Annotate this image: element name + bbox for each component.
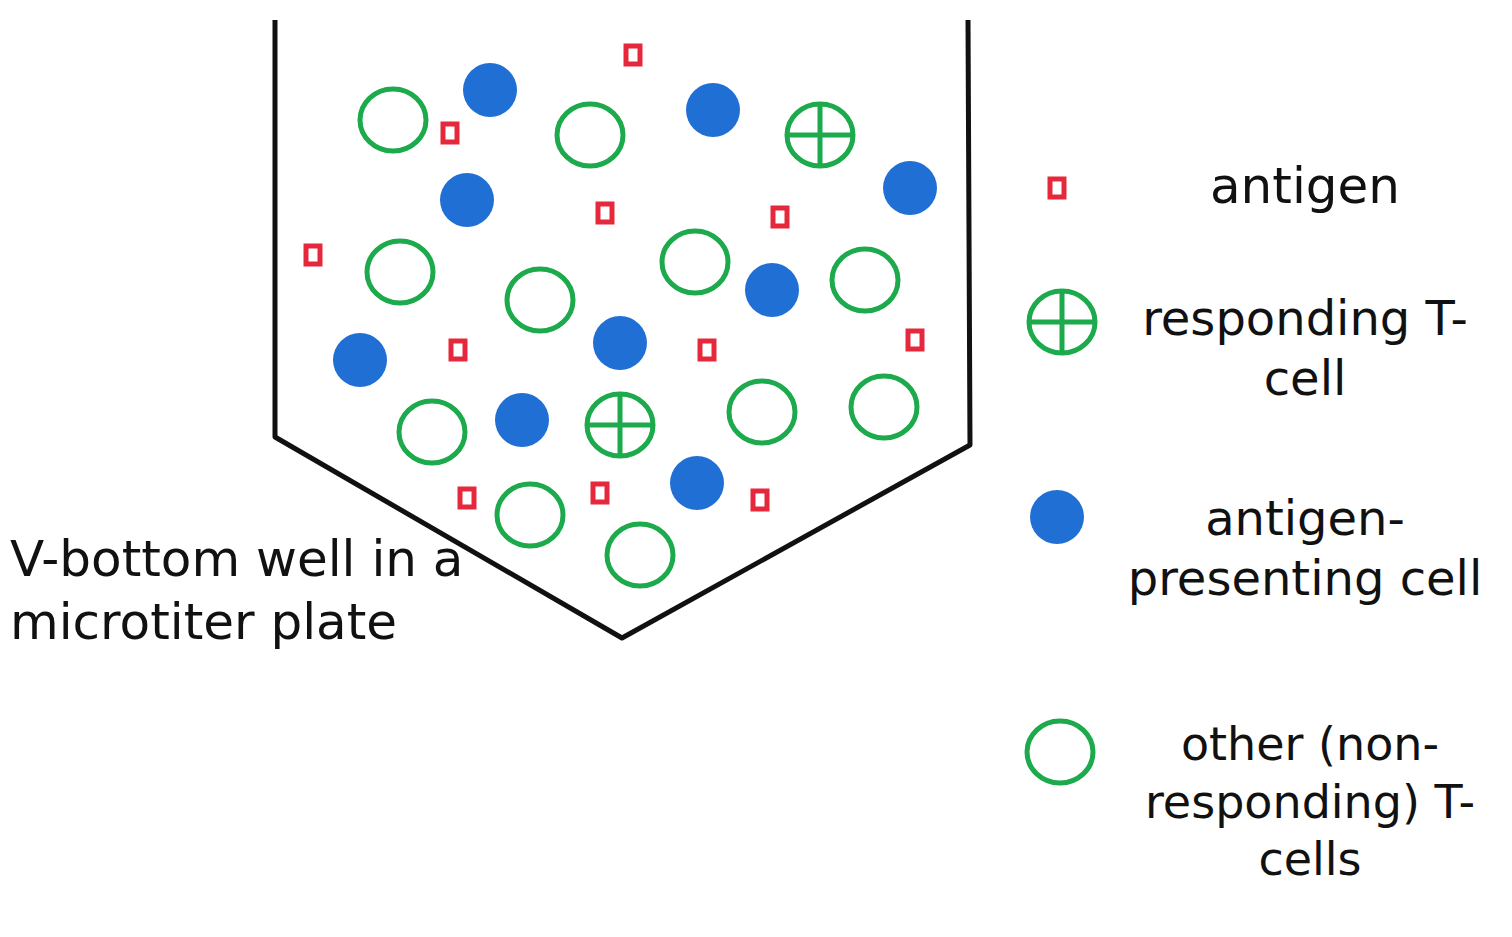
legend-swatch xyxy=(1050,179,1064,197)
antigen-presenting-cell xyxy=(670,456,724,510)
legend-text: antigen-presenting cell xyxy=(1125,488,1485,608)
t-cell xyxy=(399,401,465,463)
antigen-presenting-cell xyxy=(686,83,740,137)
antigen-presenting-cell xyxy=(333,333,387,387)
responding-mark xyxy=(589,396,651,454)
antigen-particle xyxy=(626,46,640,64)
antigen-presenting-cell xyxy=(440,173,494,227)
t-cell xyxy=(587,394,653,456)
t-cell xyxy=(367,241,433,303)
antigen-particle xyxy=(593,484,607,502)
legend-swatches xyxy=(1027,179,1095,783)
t-cell xyxy=(507,269,573,331)
t-cell xyxy=(832,249,898,311)
antigen-particle xyxy=(753,491,767,509)
antigen-presenting-cell xyxy=(745,263,799,317)
responding-mark xyxy=(789,106,851,164)
t-cell xyxy=(729,381,795,443)
responding-mark xyxy=(1031,293,1093,351)
legend-text: other (non-responding) T-cells xyxy=(1120,716,1500,889)
t-cell xyxy=(851,376,917,438)
t-cell xyxy=(787,104,853,166)
t-cell xyxy=(1027,721,1093,783)
t-cell xyxy=(1029,291,1095,353)
antigen-particle xyxy=(443,124,457,142)
antigen-particle xyxy=(1050,179,1064,197)
antigen-particle xyxy=(908,331,922,349)
antigen-presenting-cell xyxy=(1030,490,1084,544)
t-cell xyxy=(557,104,623,166)
antigen-particle xyxy=(306,246,320,264)
antigen-presenting-cell xyxy=(883,161,937,215)
legend-swatch xyxy=(1029,291,1095,353)
legend-text: responding T-cell xyxy=(1125,288,1485,408)
legend-swatch xyxy=(1030,490,1084,544)
well-caption: V-bottom well in a microtiter plate xyxy=(10,528,610,653)
antigen-presenting-cell xyxy=(495,393,549,447)
antigen-particle xyxy=(773,208,787,226)
t-cell xyxy=(497,484,563,546)
cell-group xyxy=(306,46,937,586)
legend-text: antigen xyxy=(1125,155,1485,218)
t-cell xyxy=(607,524,673,586)
t-cell xyxy=(662,231,728,293)
legend-swatch xyxy=(1027,721,1093,783)
antigen-particle xyxy=(700,341,714,359)
antigen-particle xyxy=(451,341,465,359)
antigen-particle xyxy=(460,489,474,507)
antigen-particle xyxy=(598,204,612,222)
antigen-presenting-cell xyxy=(593,316,647,370)
t-cell xyxy=(360,89,426,151)
antigen-presenting-cell xyxy=(463,63,517,117)
